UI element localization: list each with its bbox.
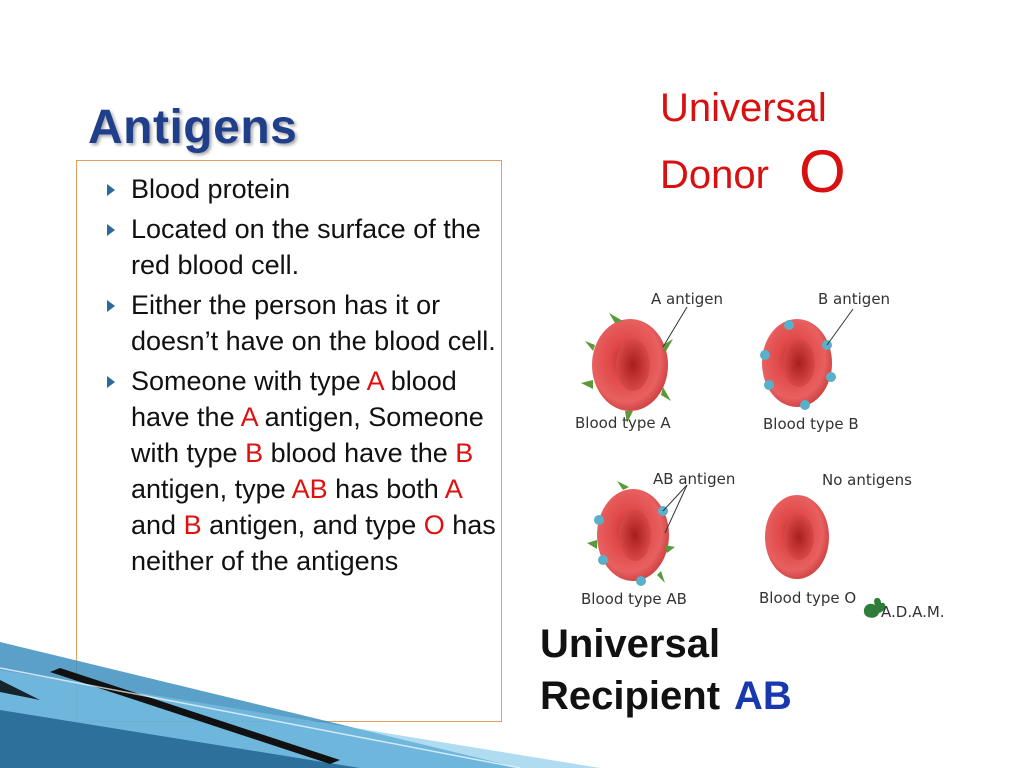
bullet-text: and — [131, 510, 184, 540]
bullet-item: Either the person has it or doesn’t have… — [107, 287, 499, 359]
blood-type-highlight: B — [183, 510, 202, 540]
recipient-type-ab: AB — [734, 674, 792, 718]
bullet-arrow-icon — [107, 184, 115, 196]
label-a-antigen: A antigen — [651, 290, 723, 308]
bullet-text: Located on the surface of the red blood … — [131, 214, 481, 280]
cell-type-ab-icon — [587, 481, 675, 586]
blood-type-diagram: A antigen Blood type A B antigen Blood t… — [575, 290, 945, 621]
caption-blood-type-a: Blood type A — [575, 414, 671, 432]
blood-type-highlight: B — [245, 438, 264, 468]
bullet-arrow-icon — [107, 300, 115, 312]
bullet-text: blood have the — [263, 438, 456, 468]
bullet-text: antigen, Someone with type — [131, 402, 484, 468]
bullet-text: blood have the — [131, 366, 457, 432]
corner-swoosh-decoration — [0, 642, 600, 768]
bullet-text: Either the person has it or doesn’t have… — [131, 290, 496, 356]
recipient-word: Recipient — [540, 674, 721, 718]
recipient-line-universal: Universal — [540, 622, 721, 666]
bullet-text: antigen, and type — [201, 510, 424, 540]
bullet-item: Located on the surface of the red blood … — [107, 211, 499, 283]
label-ab-antigen: AB antigen — [653, 470, 735, 488]
label-b-antigen: B antigen — [818, 290, 890, 308]
bullet-item: Blood protein — [107, 171, 499, 207]
bullet-arrow-icon — [107, 376, 115, 388]
blood-type-highlight: A — [366, 366, 384, 396]
cell-type-a-icon — [581, 313, 673, 423]
label-no-antigens: No antigens — [822, 471, 912, 489]
caption-blood-type-b: Blood type B — [763, 415, 859, 433]
cell-type-b-icon — [760, 319, 836, 410]
universal-recipient-label: Universal Recipient AB — [540, 618, 792, 722]
blood-type-highlight: A — [240, 402, 258, 432]
blood-type-highlight: B — [455, 438, 474, 468]
adam-logo-icon: A.D.A.M. — [863, 597, 945, 621]
donor-type-o: O — [798, 138, 846, 205]
bullet-text: Blood protein — [131, 174, 291, 204]
recipient-line-recipient: Recipient AB — [540, 670, 792, 722]
blood-type-highlight: AB — [291, 474, 328, 504]
caption-blood-type-ab: Blood type AB — [581, 590, 687, 608]
caption-blood-type-o: Blood type O — [759, 589, 856, 607]
bullet-arrow-icon — [107, 224, 115, 236]
blood-type-highlight: O — [423, 510, 445, 540]
donor-line-universal: Universal — [660, 86, 827, 130]
bullet-text: has neither of the antigens — [131, 510, 496, 576]
blood-type-highlight: A — [444, 474, 462, 504]
bullet-text: has both — [327, 474, 445, 504]
donor-word: Donor — [660, 153, 769, 197]
bullet-text: Someone with type — [131, 366, 367, 396]
adam-logo-text: A.D.A.M. — [881, 603, 945, 621]
bullet-item: Someone with type A blood have the A ant… — [107, 363, 499, 579]
slide-title: Antigens — [88, 101, 298, 154]
universal-donor-label: Universal Donor O — [660, 78, 846, 205]
donor-line-donor: Donor O — [660, 138, 846, 205]
cell-type-o-icon — [765, 495, 829, 579]
bullet-text: antigen, type — [131, 474, 292, 504]
